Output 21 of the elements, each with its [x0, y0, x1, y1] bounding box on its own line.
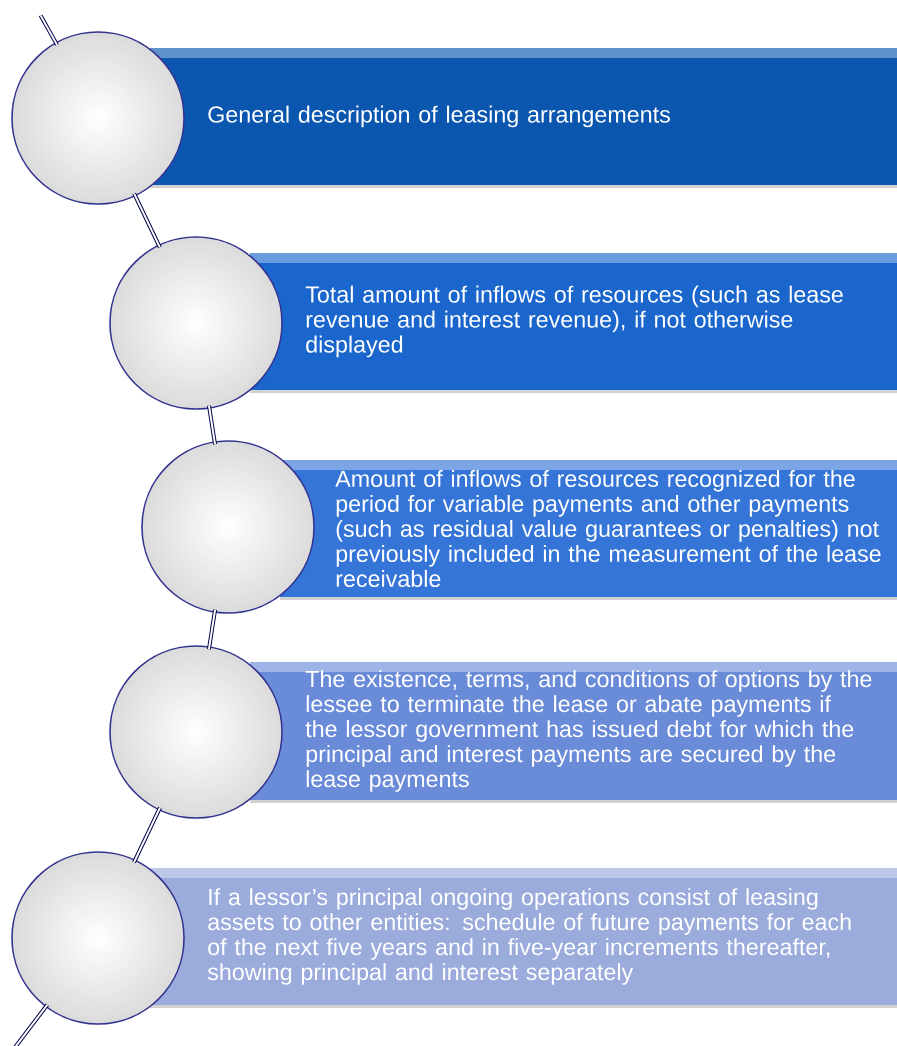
circle — [141, 440, 315, 614]
text-band: Amount of inflows of resources recognized for the period for variable payments and other payments (such as residual value guarantees or penalties) not previously included in the measurement of the lease receivable — [280, 460, 897, 600]
connector-line — [12, 1003, 49, 1046]
text-band: The existence, terms, and conditions of options by the lessee to terminate the lease or abate payments if the lessor government has issued debt for which the principal and interest payments are secured by the lease payments — [250, 662, 897, 803]
node-label: Amount of inflows of resources recognized for the period for variable payments and other payments (such as residual value guarantees or penalties) not previously included in the measurement of the lease receivable — [335, 469, 881, 588]
circle — [109, 236, 283, 410]
text-band: Total amount of inflows of resources (such as lease revenue and interest revenue), if not otherwise displayed — [250, 253, 897, 393]
connector-line — [38, 14, 59, 46]
circle — [11, 31, 185, 205]
connector-line — [132, 806, 162, 864]
node-label: General description of leasing arrangements — [208, 105, 670, 128]
circle — [109, 645, 283, 819]
node-label: If a lessor’s principal ongoing operations consist of leasing assets to other entities: schedule of future payments for each of the next five years and in five-year increments thereafter, showing principal and interest separately — [207, 888, 851, 985]
text-band: General description of leasing arrangements — [150, 48, 897, 188]
node-label: Total amount of inflows of resources (such as lease revenue and interest revenue), if not otherwise displayed — [305, 285, 843, 358]
connector-line — [207, 404, 217, 446]
circle — [11, 851, 185, 1025]
connector-line — [206, 608, 218, 651]
text-band: If a lessor’s principal ongoing operations consist of leasing assets to other entities: schedule of future payments for each of the next five years and in five-year increments thereafter, showing principal and interest separately — [150, 868, 897, 1008]
connector-line — [132, 192, 162, 249]
node-label: The existence, terms, and conditions of options by the lessee to terminate the lease or abate payments if the lessor government has issued debt for which the principal and interest payments are secured by the lease payments — [305, 670, 872, 792]
